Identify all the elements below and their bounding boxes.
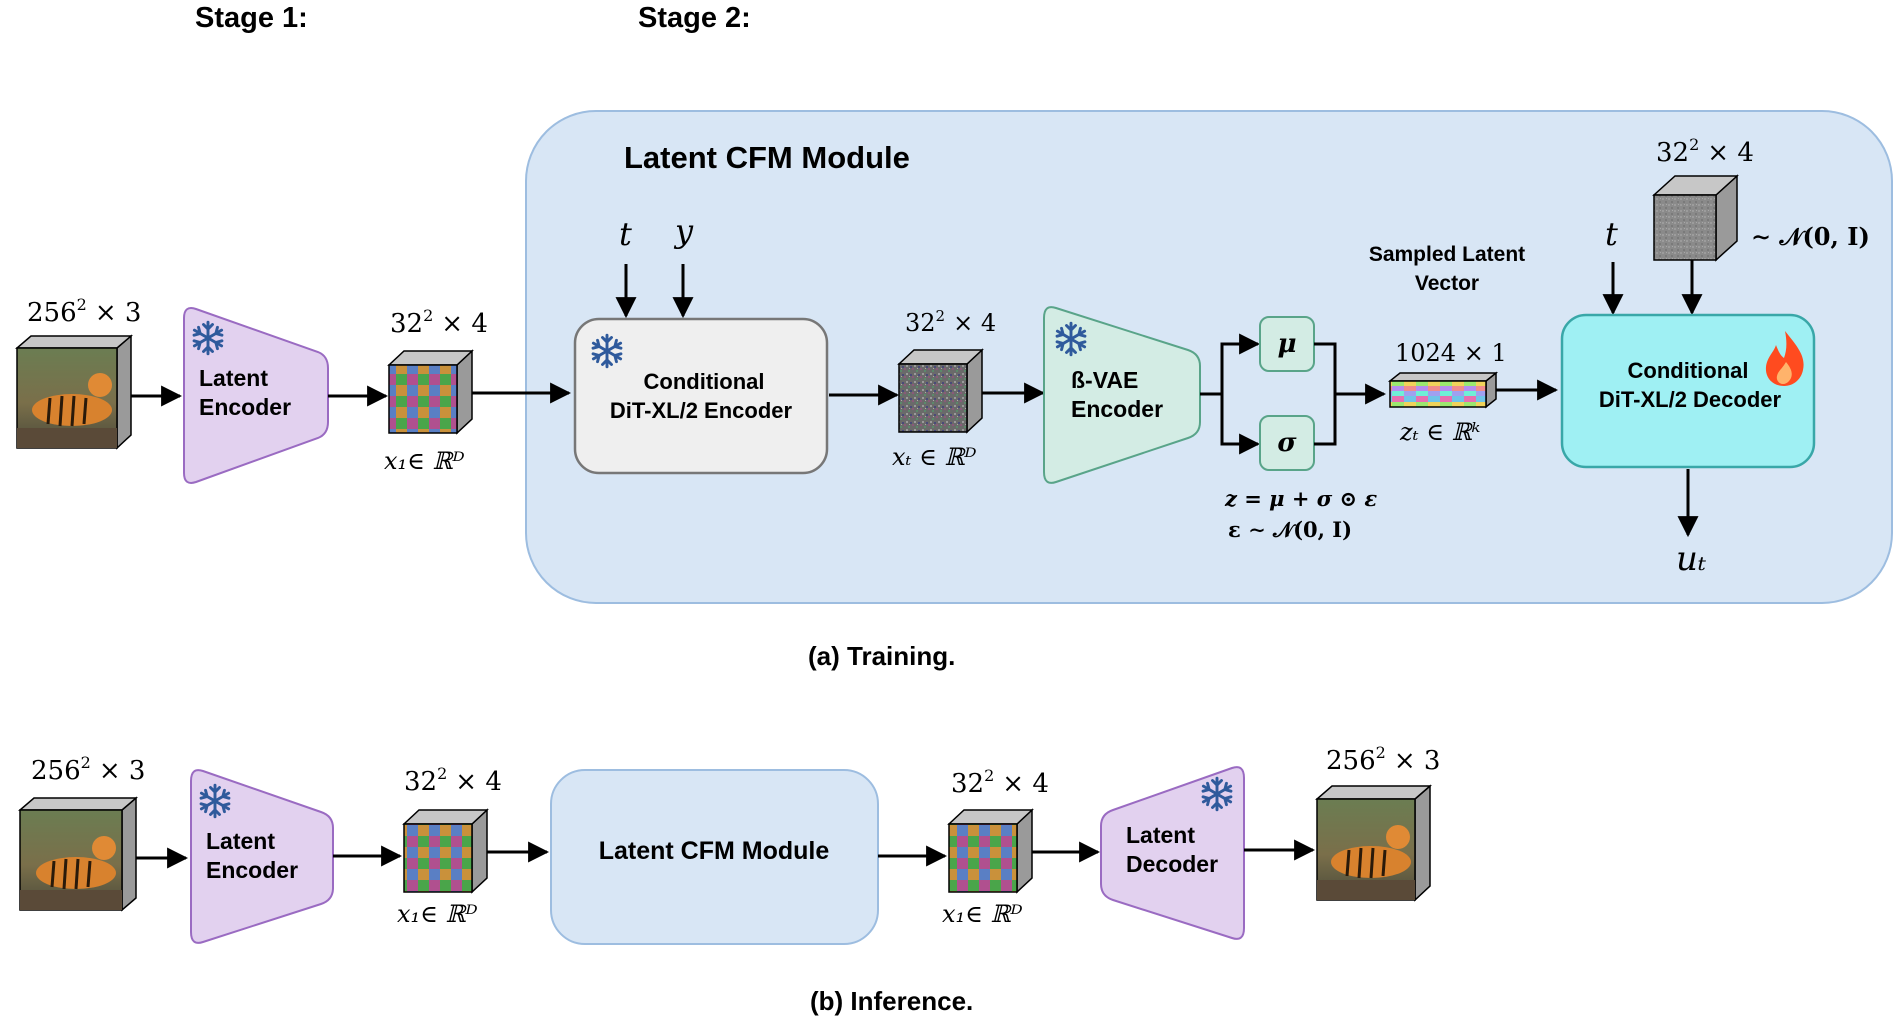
inf-latent-cfm-module: Latent CFM Module [550, 769, 879, 945]
training-caption: (a) Training. [808, 641, 955, 671]
xt-dim-label: 322× 4 [905, 307, 996, 337]
t-decoder-input-label: t [1605, 215, 1618, 253]
x1-space-label: x₁∈ ℝᴰ [384, 447, 465, 475]
flame-icon [1765, 331, 1804, 386]
eps-equation: ε ∼ 𝒩(0, I) [1228, 517, 1352, 542]
inf-x1-dim-label: 322× 4 [404, 764, 502, 797]
t-input-label: t [619, 215, 632, 253]
module-title: Latent CFM Module [624, 140, 910, 175]
y-input-label: y [673, 212, 694, 250]
stage2-label: Stage 2: [638, 2, 751, 34]
tiger-head [88, 373, 112, 397]
inf-module-label: Latent CFM Module [599, 837, 830, 865]
inf-x1b-space-label: x₁∈ ℝᴰ [942, 900, 1023, 928]
inf-x1b-dim-label: 322× 4 [951, 766, 1049, 799]
mu-block: μ [1259, 316, 1315, 372]
noise-distribution-label: ∼ 𝒩(0, I) [1751, 222, 1870, 251]
branch-line-sigma [1220, 394, 1261, 455]
x1-latent-cube [387, 349, 474, 435]
input-image-cube [14, 334, 134, 450]
branch-line [1200, 333, 1261, 396]
inf-input-image-cube [17, 796, 139, 912]
stage1-label: Stage 1: [195, 2, 308, 34]
inf-x1-space-label: x₁∈ ℝᴰ [397, 900, 478, 928]
noise-dim-label: 322× 4 [1656, 135, 1754, 168]
tiger-head [92, 836, 116, 860]
xt-space-label: xₜ ∈ ℝᴰ [892, 443, 977, 471]
inf-x1b-latent-cube [947, 808, 1034, 894]
latent-vector-bar [1387, 371, 1499, 409]
z-equation: z = μ + σ ⊙ ε [1224, 486, 1377, 511]
input-dim-label: 2562× 3 [27, 295, 141, 328]
zt-space-label: zₜ ∈ ℝᵏ [1399, 418, 1481, 446]
inf-x1-latent-cube [402, 808, 489, 894]
inf-input-dim-label: 2562× 3 [31, 753, 145, 786]
sigma-label: σ [1277, 428, 1297, 458]
sigma-block: σ [1259, 415, 1315, 471]
mu-label: μ [1277, 329, 1296, 359]
tiger-head [1386, 825, 1410, 849]
ut-output-label: uₜ [1676, 539, 1707, 579]
zt-dim-label: 1024 × 1 [1395, 339, 1507, 367]
x1-dim-label: 322× 4 [390, 306, 488, 339]
inf-output-dim-label: 2562× 3 [1326, 743, 1440, 776]
latent-cfm-module-panel [525, 110, 1893, 604]
inference-caption: (b) Inference. [810, 986, 973, 1016]
xt-latent-cube [897, 348, 984, 434]
noise-cube [1652, 174, 1739, 262]
inf-output-image-cube [1314, 784, 1433, 902]
